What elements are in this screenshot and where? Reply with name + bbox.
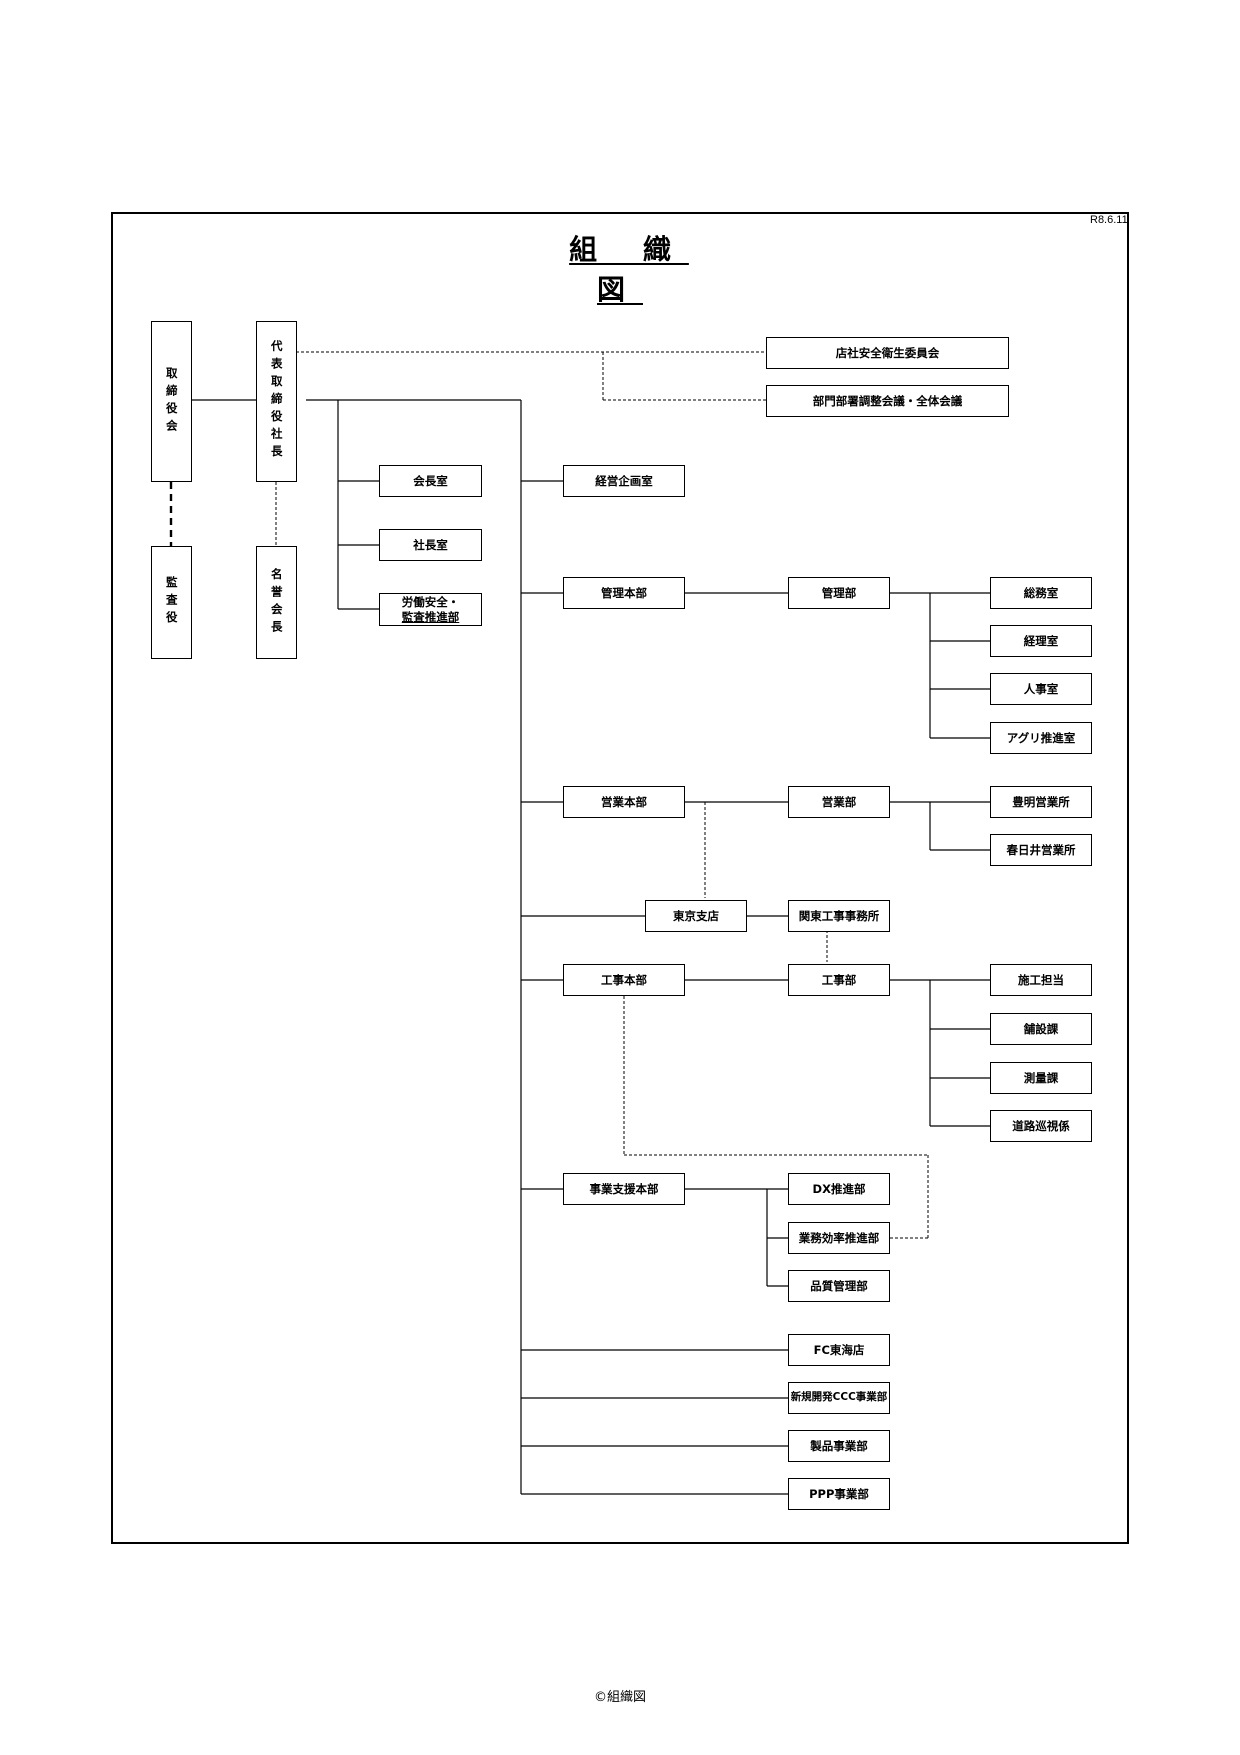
labor-safety-line1: 労働安全・: [401, 595, 460, 610]
labor-safety-line2: 監査推進部: [401, 609, 460, 624]
quality-dept-box: 品質管理部: [788, 1270, 890, 1302]
admin-dept-box: 管理部: [788, 577, 890, 609]
auditor-box: 監査役: [151, 546, 192, 659]
footer-caption: ©組織図: [593, 1690, 646, 1705]
construction-hq-box: 工事本部: [563, 964, 685, 996]
paving-box: 舗設課: [990, 1013, 1092, 1045]
kanto-office-box: 関東工事事務所: [788, 900, 890, 932]
honorary-chair-label: 名誉会長: [269, 567, 284, 638]
board-of-directors-box: 取締役会: [151, 321, 192, 482]
hr-box: 人事室: [990, 673, 1092, 705]
auditor-label: 監査役: [164, 576, 179, 629]
chart-frame: [111, 212, 1129, 1544]
version-label: R8.6.11: [1090, 214, 1128, 226]
safety-committee-box: 店社安全衛生委員会: [766, 337, 1009, 369]
construction-dept-box: 工事部: [788, 964, 890, 996]
efficiency-dept-box: 業務効率推進部: [788, 1222, 890, 1254]
support-hq-box: 事業支援本部: [563, 1173, 685, 1205]
general-affairs-box: 総務室: [990, 577, 1092, 609]
president-label: 代表取締役社長: [269, 340, 284, 463]
honorary-chair-box: 名誉会長: [256, 546, 297, 659]
products-dept-box: 製品事業部: [788, 1430, 890, 1462]
president-office-box: 社長室: [379, 529, 482, 561]
agri-box: アグリ推進室: [990, 722, 1092, 754]
admin-hq-box: 管理本部: [563, 577, 685, 609]
survey-box: 測量課: [990, 1062, 1092, 1094]
president-box: 代表取締役社長: [256, 321, 297, 482]
chairman-office-box: 会長室: [379, 465, 482, 497]
accounting-box: 経理室: [990, 625, 1092, 657]
page-title: 組 織 図: [569, 233, 689, 306]
kasugai-office-box: 春日井営業所: [990, 834, 1092, 866]
sales-dept-box: 営業部: [788, 786, 890, 818]
sales-hq-box: 営業本部: [563, 786, 685, 818]
dx-dept-box: DX推進部: [788, 1173, 890, 1205]
fc-tokai-box: FC東海店: [788, 1334, 890, 1366]
dept-meeting-box: 部門部署調整会議・全体会議: [766, 385, 1009, 417]
tokyo-branch-box: 東京支店: [645, 900, 747, 932]
road-patrol-box: 道路巡視係: [990, 1110, 1092, 1142]
labor-safety-audit-box: 労働安全・ 監査推進部: [379, 593, 482, 626]
planning-office-box: 経営企画室: [563, 465, 685, 497]
site-mgmt-box: 施工担当: [990, 964, 1092, 996]
toyoake-office-box: 豊明営業所: [990, 786, 1092, 818]
ppp-dept-box: PPP事業部: [788, 1478, 890, 1510]
ccc-dept-box: 新規開発CCC事業部: [788, 1382, 890, 1414]
board-label: 取締役会: [164, 366, 179, 437]
